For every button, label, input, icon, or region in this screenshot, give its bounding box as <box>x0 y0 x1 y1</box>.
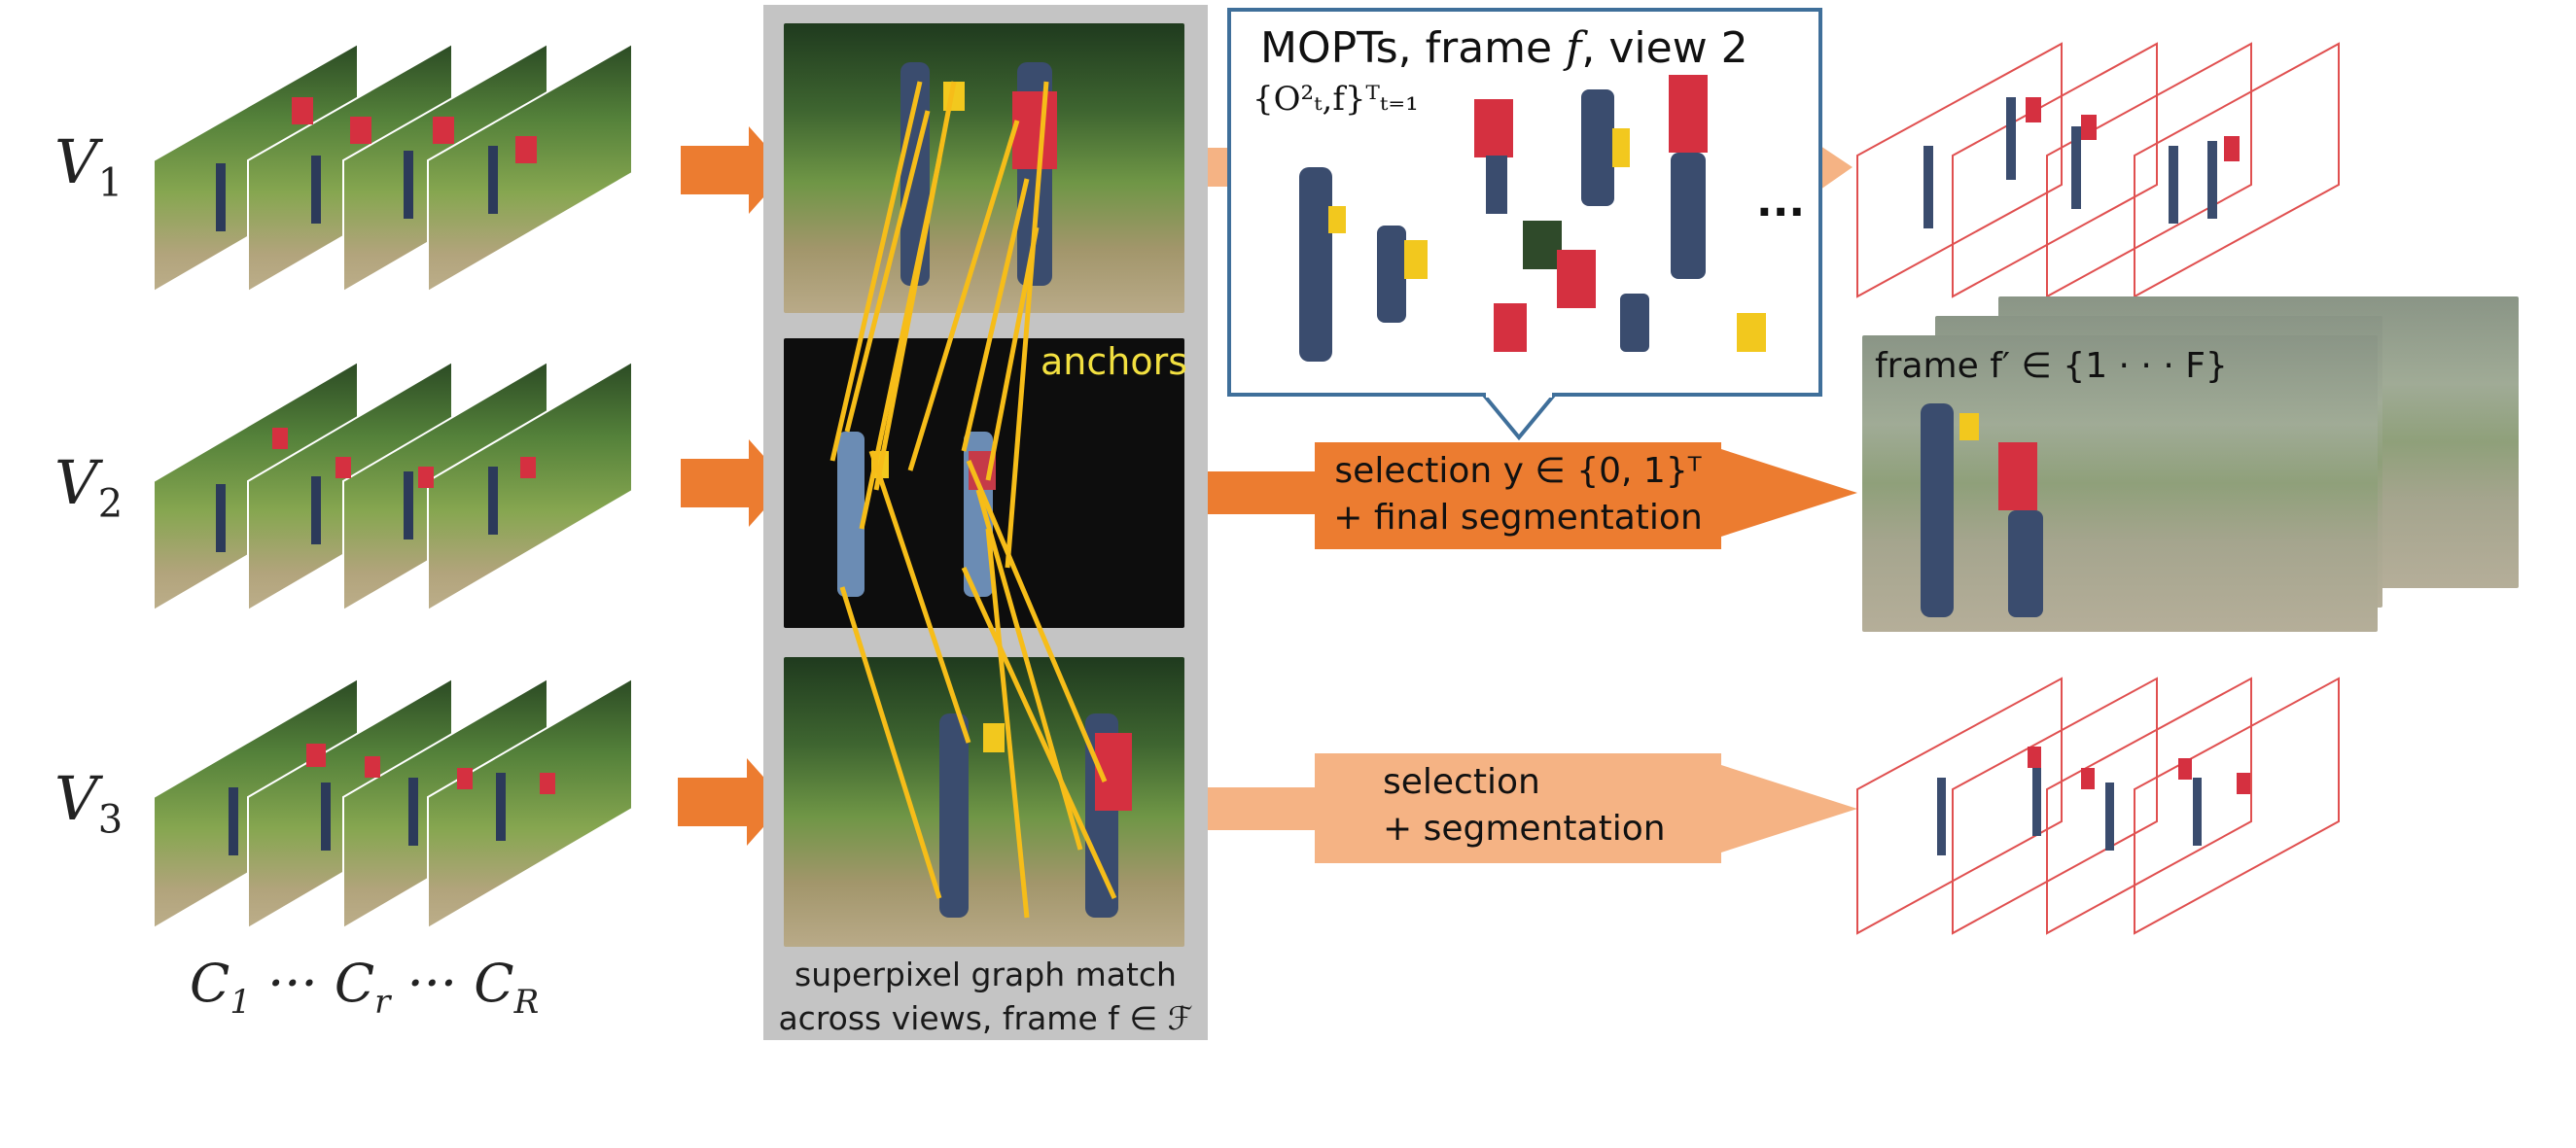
view-2-label: V2 <box>54 447 124 527</box>
result-frame-figures <box>1921 403 2043 617</box>
result-frame-front <box>1862 335 2378 632</box>
mopts-title: MOPTs, frame f, view 2 <box>1260 23 1748 73</box>
view-3-label: V3 <box>54 763 124 843</box>
stack-figures <box>216 146 506 855</box>
anchors-label: anchors <box>1041 340 1188 383</box>
match-caption-line-1: superpixel graph match <box>794 956 1177 993</box>
view-2-output-arrow <box>1188 449 1857 537</box>
selection-final-segmentation-box: selection y ∈ {0, 1}ᵀ + final segmentati… <box>1315 442 1721 549</box>
view-1-photo <box>784 23 1184 313</box>
view-3-segmentation-frames <box>1856 677 2340 935</box>
mopts-callout-pointer <box>1480 393 1558 441</box>
selection-other-line-2: + segmentation <box>1383 809 1666 849</box>
view-1-label: V1 <box>54 126 124 206</box>
panel-figures <box>829 62 1132 919</box>
match-caption-line-2: across views, frame f ∈ ℱ <box>778 999 1193 1037</box>
selection-main-line-1: selection y ∈ {0, 1}ᵀ <box>1334 451 1702 491</box>
arrow-right-icon <box>678 126 788 846</box>
person-figure-icon <box>1299 167 1346 362</box>
segmented-figures <box>1923 97 2250 855</box>
view-2-frame-stack <box>153 360 633 612</box>
mopts-box: MOPTs, frame f, view 2 {O²ₜ,f}ᵀₜ₌₁ ... <box>1227 8 1822 397</box>
view-1-segmentation-frames <box>1856 42 2340 298</box>
view-3-frame-stack <box>153 677 633 930</box>
selection-main-line-2: + final segmentation <box>1333 498 1703 538</box>
view-3-output-arrow <box>1188 765 1857 852</box>
mopts-figures <box>1299 75 1766 362</box>
selection-segmentation-box: selection + segmentation <box>1315 753 1721 863</box>
stack-figures-red <box>272 97 555 794</box>
result-frame-label: frame f′ ∈ {1 · · · F} <box>1875 346 2228 386</box>
match-lines <box>829 81 1117 919</box>
selection-other-line-1: selection <box>1383 762 1540 802</box>
cameras-caption: C1 ··· Cr ··· CR <box>190 953 540 1022</box>
match-panel-caption: superpixel graph match across views, fra… <box>763 953 1208 1040</box>
mopts-subtitle: {O²ₜ,f}ᵀₜ₌₁ <box>1253 80 1419 119</box>
mopts-ellipsis: ... <box>1756 177 1806 226</box>
